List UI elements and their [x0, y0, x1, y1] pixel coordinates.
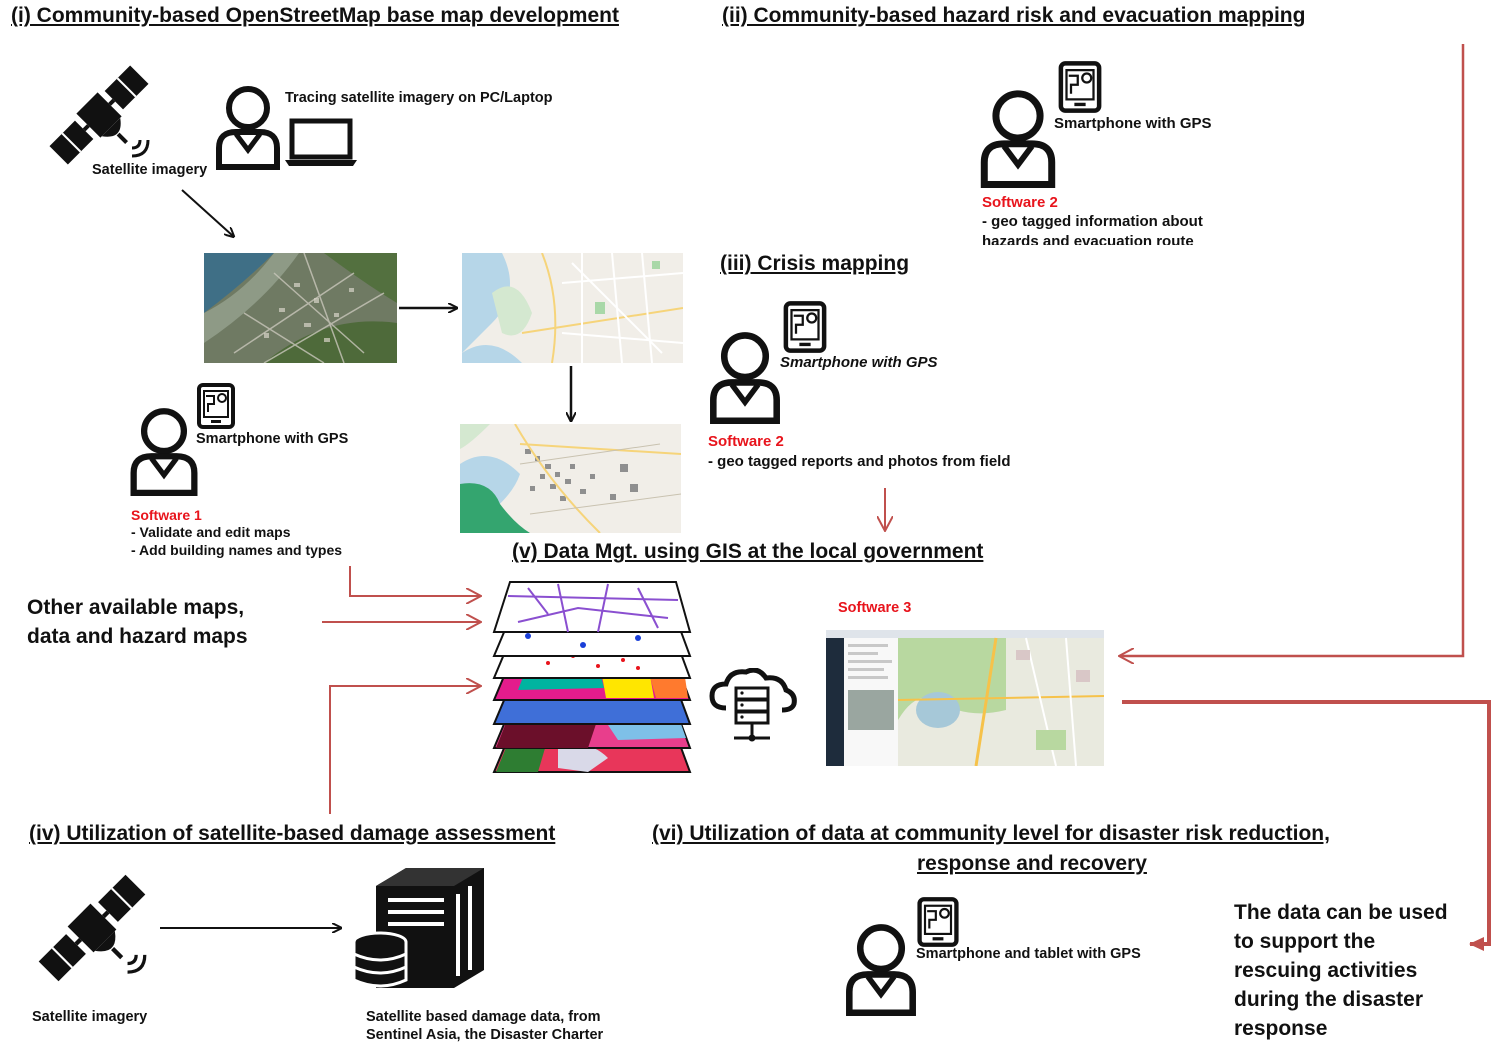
section-title-vi-line2: response and recovery [917, 852, 1147, 875]
person-icon [710, 332, 780, 424]
damage-data-line1: Satellite based damage data, from [366, 1009, 601, 1025]
rescue-line-2: to support the [1234, 930, 1376, 953]
osm-map-traced [462, 253, 683, 363]
software2-item-iii: - geo tagged reports and photos from fie… [708, 453, 1011, 470]
section-title-i: (i) Community-based OpenStreetMap base m… [11, 4, 619, 27]
satellite-icon [38, 874, 147, 982]
section-title-iii: (iii) Crisis mapping [720, 252, 910, 275]
gis-layers-stack-icon [492, 581, 692, 773]
software2-label-iii: Software 2 [708, 433, 784, 450]
smartphone-gps-label-iii: Smartphone with GPS [780, 354, 938, 371]
cloud-server-icon [709, 668, 797, 742]
tracing-label: Tracing satellite imagery on PC/Laptop [285, 90, 553, 106]
other-maps-line2: data and hazard maps [27, 625, 248, 648]
osm-map-validated [460, 424, 681, 533]
person-icon [846, 924, 916, 1016]
rescue-line-5: response [1234, 1017, 1328, 1040]
person-icon [216, 86, 280, 170]
rescue-line-4: during the disaster [1234, 988, 1424, 1011]
software2-item-ii-2-clip: hazards and evacuation route [982, 233, 1242, 245]
person-icon [980, 90, 1056, 188]
connector-damage-to-gis [329, 686, 480, 814]
satellite-imagery-label-top: Satellite imagery [92, 162, 208, 178]
person-icon [130, 408, 198, 496]
smartphone-tablet-label: Smartphone and tablet with GPS [916, 946, 1141, 962]
section-title-ii: (ii) Community-based hazard risk and eva… [722, 4, 1306, 27]
smartphone-icon [783, 301, 827, 353]
smartphone-gps-label-i: Smartphone with GPS [196, 431, 349, 447]
rescue-text-block: The data can be used to support the resc… [1234, 898, 1448, 1043]
satellite-imagery-label-bottom: Satellite imagery [32, 1009, 148, 1025]
server-database-icon [352, 868, 484, 988]
software2-item-ii-1: - geo tagged information about [982, 213, 1203, 230]
software2-label-ii: Software 2 [982, 194, 1058, 211]
software3-screenshot [826, 630, 1104, 766]
damage-data-line2: Sentinel Asia, the Disaster Charter [366, 1027, 604, 1043]
section-title-v: (v) Data Mgt. using GIS at the local gov… [512, 540, 984, 563]
software1-item-1: - Validate and edit maps [131, 524, 291, 540]
software2-item-ii-2: hazards and evacuation route [982, 233, 1194, 245]
other-maps-line1: Other available maps, [27, 596, 245, 619]
smartphone-gps-label-ii: Smartphone with GPS [1054, 115, 1212, 132]
section-title-vi-line1: (vi) Utilization of data at community le… [652, 822, 1330, 845]
satellite-photo-map [204, 253, 397, 363]
smartphone-icon [917, 897, 959, 947]
satellite-icon [49, 65, 150, 165]
smartphone-icon [197, 383, 235, 429]
connector-software3-to-rescue [1122, 700, 1491, 951]
software3-label: Software 3 [838, 600, 912, 616]
rescue-line-3: rescuing activities [1234, 959, 1418, 982]
laptop-icon [285, 118, 357, 166]
arrow-satellite-to-photo [181, 189, 233, 236]
connector-hazard-to-software3 [1120, 44, 1465, 656]
connector-software1-to-gis [349, 566, 480, 596]
smartphone-icon [1058, 61, 1102, 113]
software1-label: Software 1 [131, 507, 202, 523]
section-title-iv: (iv) Utilization of satellite-based dama… [29, 822, 556, 845]
software1-item-2: - Add building names and types [131, 542, 343, 558]
rescue-line-1: The data can be used [1234, 901, 1448, 924]
